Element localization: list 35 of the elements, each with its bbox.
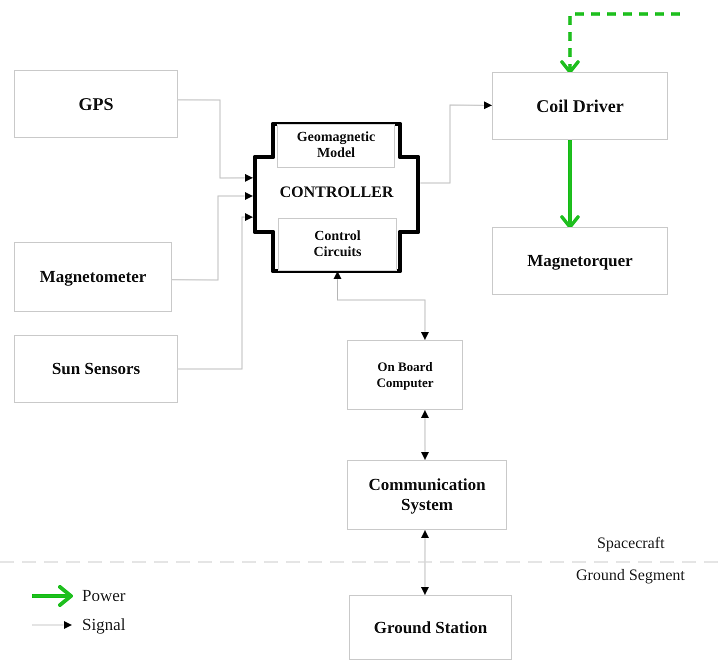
process-box — [349, 595, 512, 660]
arrow — [560, 12, 680, 74]
process-box — [14, 335, 178, 403]
process-box — [14, 70, 178, 138]
process-box — [14, 242, 172, 312]
node-label: Communication System — [367, 475, 487, 515]
node-label: Sun Sensors — [50, 359, 142, 379]
arrow — [178, 99, 254, 182]
node-label: GPS — [77, 94, 114, 114]
node-label: Coil Driver — [535, 96, 625, 116]
inner-box — [277, 124, 395, 168]
node-label: Control Circuits — [312, 228, 362, 260]
region-label: Spacecraft — [597, 535, 665, 553]
arrow — [560, 140, 580, 229]
arrow — [172, 192, 254, 280]
node-label: Magnetometer — [38, 267, 148, 287]
process-box — [492, 227, 668, 295]
arrow — [334, 270, 429, 340]
node-label: Ground Station — [372, 618, 488, 638]
node-label: On Board Computer — [375, 359, 435, 391]
node-label: CONTROLLER — [278, 184, 394, 202]
node-label: Geomagnetic Model — [296, 130, 376, 162]
arrow — [420, 530, 429, 596]
process-box — [347, 460, 507, 530]
arrow — [420, 410, 429, 460]
region-label: Ground Segment — [576, 567, 685, 585]
controller-block — [253, 122, 420, 273]
arrow — [178, 213, 254, 370]
process-box — [347, 340, 463, 410]
inner-box — [278, 218, 397, 271]
legend-label: Power — [82, 586, 126, 606]
arrow — [420, 101, 492, 184]
process-box — [492, 72, 668, 140]
legend-label: Signal — [82, 615, 126, 635]
node-label: Magnetorquer — [526, 251, 634, 271]
